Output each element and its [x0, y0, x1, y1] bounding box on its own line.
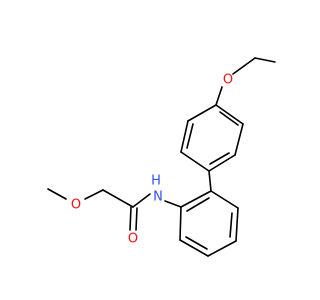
- atom-h-amide: H: [151, 174, 161, 189]
- bond-ring2-inner-a: [229, 212, 233, 238]
- bond-n-carbonyl-c: [132, 193, 151, 208]
- bond-ring1-e: [180, 120, 189, 153]
- bond-ring1-inner-b: [209, 152, 230, 165]
- bond-ring2-e: [179, 206, 182, 241]
- molecule-structure: O O O N H: [47, 57, 276, 257]
- atom-o-ether: O: [223, 73, 233, 88]
- bond-ring1-f: [187, 104, 217, 122]
- molecule-canvas: O O O N H: [47, 57, 276, 257]
- bond-ring1-b: [234, 123, 244, 156]
- bond-ring2-f: [180, 190, 212, 208]
- bond-ring2-a: [210, 190, 239, 209]
- bond-o-methyl: [47, 188, 67, 200]
- bond-ring2-inner-c: [186, 197, 210, 212]
- bond-ring1-d: [180, 151, 210, 172]
- bond-o-ring: [215, 86, 223, 106]
- bond-ring1-inner-c: [186, 123, 194, 149]
- bond-carbonyl-2: [135, 207, 138, 231]
- bond-ring2-inner-b: [185, 236, 208, 250]
- bond-ring2-c: [207, 240, 237, 257]
- bond-ring1-a: [215, 104, 244, 125]
- bond-biaryl: [208, 170, 212, 192]
- bond-ring1-c: [208, 154, 236, 172]
- bond-ring2-d: [179, 239, 209, 257]
- bond-ring1-inner-a: [219, 111, 239, 126]
- bond-ring2-b: [235, 207, 239, 242]
- atom-o-methoxy: O: [71, 198, 81, 213]
- atom-o-carbonyl: O: [128, 232, 138, 247]
- bond-carbonyl-ch2: [102, 189, 134, 208]
- atom-n-amide: N: [153, 190, 163, 205]
- bond-ethyl-c2-o: [232, 57, 256, 75]
- bond-ch2-o: [84, 189, 104, 200]
- bond-ethyl-c1-c2: [254, 57, 276, 63]
- bond-n-ring: [164, 200, 182, 208]
- bond-carbonyl-1: [129, 206, 132, 231]
